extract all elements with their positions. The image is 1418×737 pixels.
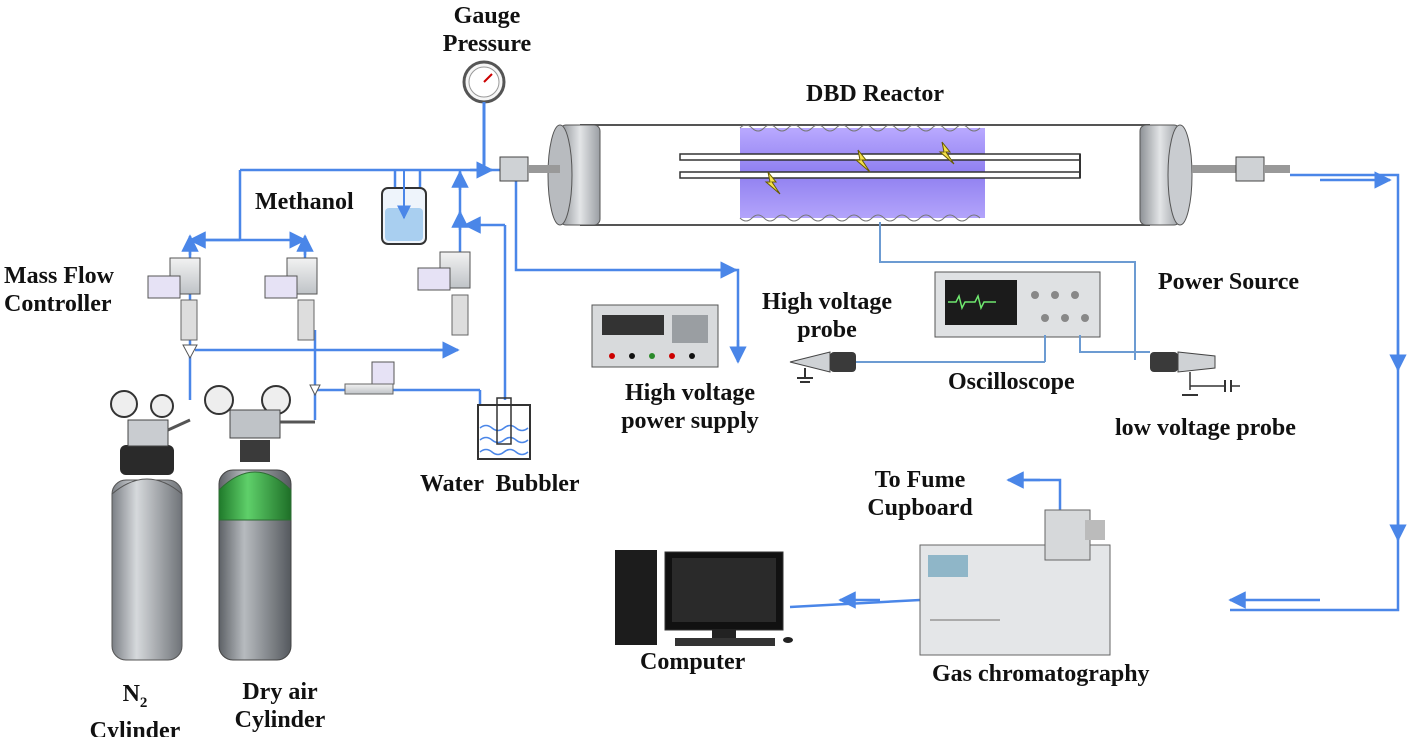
oscilloscope-label: Oscilloscope [948,369,1075,395]
small-flow-meter [309,361,395,397]
power-source-label: Power Source [1158,269,1300,295]
oscilloscope [934,271,1150,362]
n2-cylinder [110,390,191,661]
water-bubbler [477,397,531,460]
gauge-pressure-label: Gauge Pressure [442,3,532,57]
high-voltage-probe [789,351,1045,383]
gas-chromatograph [919,509,1111,656]
mass-flow-controller-3 [417,251,471,336]
gas-chromatography-label: Gas chromatography [932,661,1150,687]
mass-flow-controller-1 [147,257,201,360]
mass-flow-controller-2 [264,257,318,341]
computer [615,550,793,646]
low-voltage-probe-label: low voltage probe [1115,415,1296,441]
to-fume-cupboard-label: To Fume Cupboard [867,467,973,521]
high-voltage-power-supply-label: High voltage power supply [621,380,759,434]
high-voltage-power-supply [591,304,719,368]
dry-air-cylinder [204,385,315,661]
methanol-label: Methanol [255,189,354,215]
methanol-vessel [381,170,427,245]
high-voltage-probe-label: High voltage probe [762,289,892,343]
dbd-reactor [499,124,1290,360]
dbd-reactor-label: DBD Reactor [806,81,944,107]
computer-label: Computer [640,649,746,675]
mass-flow-controller-label: Mass Flow Controller [4,263,114,317]
low-voltage-probe [1150,351,1240,396]
pressure-gauge [462,60,506,170]
water-bubbler-label: Water Bubbler [420,471,580,497]
n2-cylinder-label: N2 Cylinder [89,681,181,737]
dry-air-cylinder-label: Dry air Cylinder [234,679,326,733]
